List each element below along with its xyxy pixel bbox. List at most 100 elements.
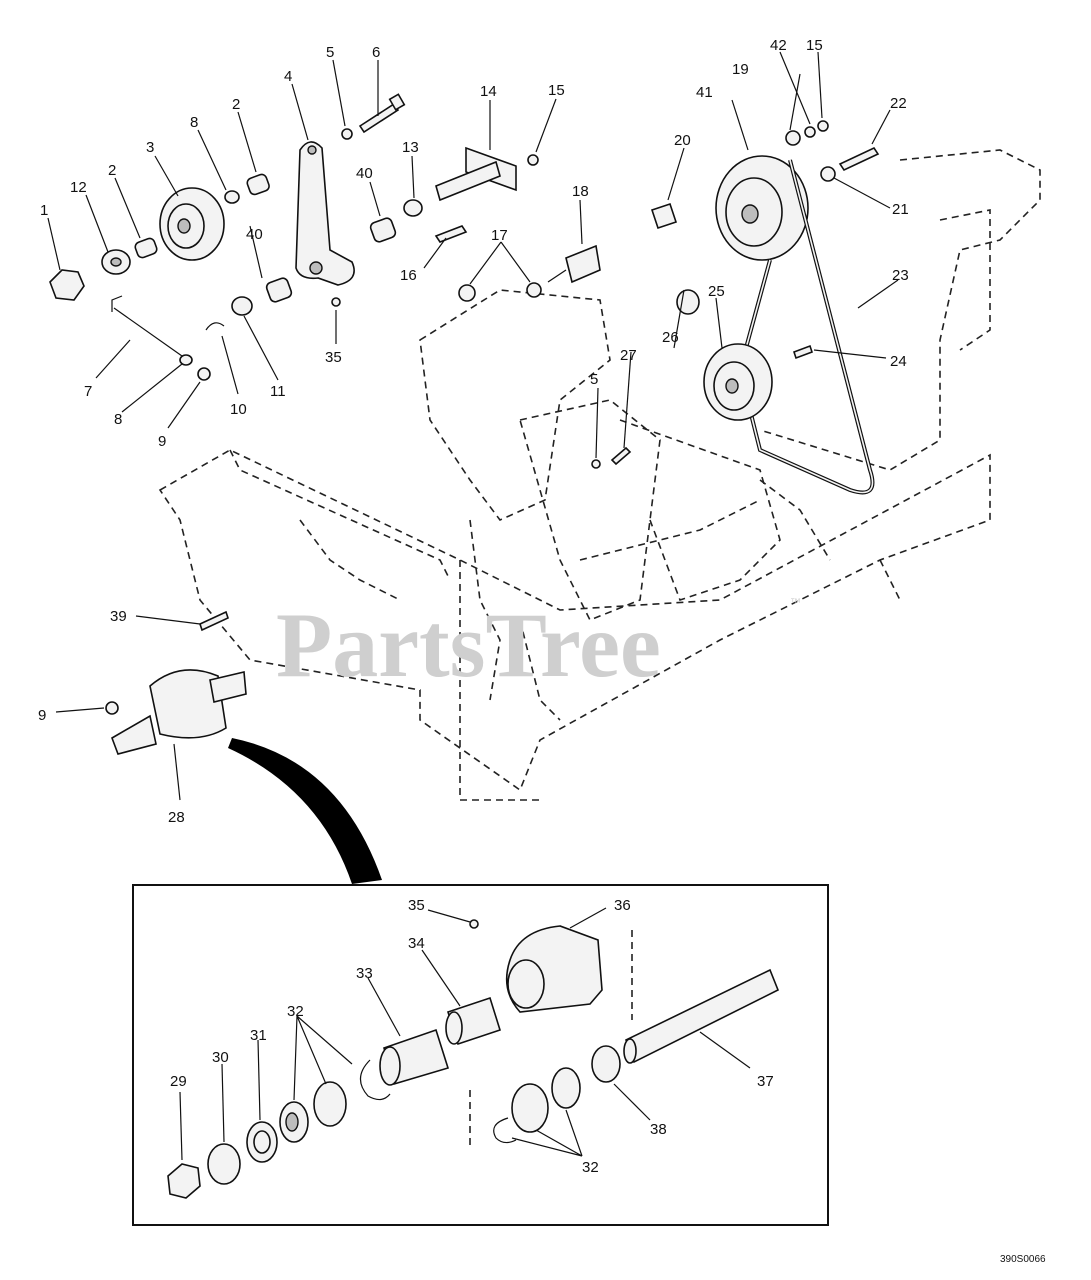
callout-34: 34 bbox=[408, 935, 425, 952]
nut-5b bbox=[591, 459, 601, 469]
axle-housing-28 bbox=[149, 669, 227, 739]
callout-17: 17 bbox=[491, 227, 508, 244]
seal-38 bbox=[591, 1045, 621, 1083]
bolt-6 bbox=[358, 102, 400, 134]
drawing-code: 390S0066 bbox=[1000, 1254, 1046, 1265]
nut-15b bbox=[817, 120, 829, 132]
callout-32a: 32 bbox=[287, 1003, 304, 1020]
watermark-text: PartsTree bbox=[276, 594, 661, 696]
callout-39: 39 bbox=[110, 608, 127, 625]
callout-41: 41 bbox=[696, 84, 713, 101]
callout-2b: 2 bbox=[232, 96, 240, 113]
watermark-trademark: ™ bbox=[790, 597, 801, 609]
callout-13: 13 bbox=[402, 139, 419, 156]
callout-3: 3 bbox=[146, 139, 154, 156]
callout-32b: 32 bbox=[582, 1159, 599, 1176]
callouts: 1 12 2 3 8 2 4 5 6 40 13 14 15 18 17 16 … bbox=[38, 37, 909, 1176]
detail-connector bbox=[228, 738, 382, 884]
callout-11: 11 bbox=[270, 383, 286, 400]
callout-5a: 5 bbox=[326, 44, 334, 61]
callout-28: 28 bbox=[168, 809, 185, 826]
callout-31: 31 bbox=[250, 1027, 267, 1044]
callout-7: 7 bbox=[84, 383, 92, 400]
callout-6: 6 bbox=[372, 44, 380, 61]
callout-8a: 8 bbox=[190, 114, 198, 131]
leader-lines bbox=[47, 51, 899, 1161]
nut-9a bbox=[197, 367, 211, 381]
bolt-22 bbox=[838, 146, 880, 172]
callout-15b: 15 bbox=[806, 37, 823, 54]
callout-42: 42 bbox=[770, 37, 787, 54]
washer-21 bbox=[820, 166, 836, 182]
nut-9b bbox=[105, 701, 119, 715]
rod-7 bbox=[111, 295, 183, 357]
callout-35b: 35 bbox=[408, 897, 425, 914]
washer-8a bbox=[224, 190, 240, 204]
callout-35a: 35 bbox=[325, 349, 342, 366]
callout-25: 25 bbox=[708, 283, 725, 300]
spacer-2a bbox=[134, 237, 158, 259]
screw-24 bbox=[792, 344, 814, 360]
callout-20: 20 bbox=[674, 132, 691, 149]
callout-1: 1 bbox=[40, 202, 48, 219]
bearing-cup-32d bbox=[511, 1083, 549, 1133]
bolt-16 bbox=[434, 225, 468, 243]
callout-9b: 9 bbox=[38, 707, 46, 724]
stud-20 bbox=[650, 202, 678, 230]
callout-27: 27 bbox=[620, 347, 637, 364]
washer-13 bbox=[403, 199, 423, 217]
bushing-40a bbox=[369, 217, 397, 243]
idler-arm-4 bbox=[295, 141, 355, 286]
callout-9a: 9 bbox=[158, 433, 166, 450]
callout-23: 23 bbox=[892, 267, 909, 284]
callout-29: 29 bbox=[170, 1073, 187, 1090]
callout-21: 21 bbox=[892, 201, 909, 218]
stud-18 bbox=[565, 244, 601, 284]
callout-19: 19 bbox=[732, 61, 749, 78]
callout-37: 37 bbox=[757, 1073, 774, 1090]
nut-15a bbox=[527, 154, 539, 166]
grease-fitting-35a bbox=[331, 297, 341, 307]
hex-nut-1 bbox=[49, 269, 85, 301]
washer-19 bbox=[785, 130, 801, 146]
washer-8b bbox=[179, 354, 193, 366]
grease-fitting-35b bbox=[469, 919, 479, 929]
washer-42 bbox=[804, 126, 816, 138]
callout-33: 33 bbox=[356, 965, 373, 982]
washer-30 bbox=[207, 1143, 241, 1185]
callout-40a: 40 bbox=[356, 165, 373, 182]
callout-18: 18 bbox=[572, 183, 589, 200]
nut-17a bbox=[458, 284, 476, 302]
pin-39 bbox=[199, 610, 229, 632]
spacer-2b bbox=[246, 173, 270, 196]
bushing-40b bbox=[265, 277, 293, 303]
callout-22: 22 bbox=[890, 95, 907, 112]
callout-36: 36 bbox=[614, 897, 631, 914]
callout-40b: 40 bbox=[246, 226, 263, 243]
upper-parts bbox=[49, 93, 880, 755]
washer-11 bbox=[231, 296, 253, 316]
callout-10: 10 bbox=[230, 401, 247, 418]
callout-16: 16 bbox=[400, 267, 417, 284]
nut-17b bbox=[526, 282, 542, 298]
callout-30: 30 bbox=[212, 1049, 229, 1066]
bolt-27 bbox=[610, 446, 632, 466]
callout-8b: 8 bbox=[114, 411, 122, 428]
callout-2a: 2 bbox=[108, 162, 116, 179]
bearing-cup-32a bbox=[313, 1081, 347, 1127]
nut-5a bbox=[341, 128, 353, 140]
detail-box bbox=[132, 884, 829, 1226]
callout-14: 14 bbox=[480, 83, 497, 100]
callout-38: 38 bbox=[650, 1121, 667, 1138]
bearing-cone-32c bbox=[551, 1067, 581, 1109]
callout-5b: 5 bbox=[590, 371, 598, 388]
hex-nut-29 bbox=[167, 1163, 201, 1199]
detail-view bbox=[132, 884, 829, 1226]
watermark: PartsTree ™ bbox=[276, 594, 801, 696]
chassis-frame bbox=[158, 149, 1041, 801]
clip-10 bbox=[205, 322, 225, 331]
callout-12: 12 bbox=[70, 179, 87, 196]
callout-24: 24 bbox=[890, 353, 907, 370]
callout-4: 4 bbox=[284, 68, 292, 85]
